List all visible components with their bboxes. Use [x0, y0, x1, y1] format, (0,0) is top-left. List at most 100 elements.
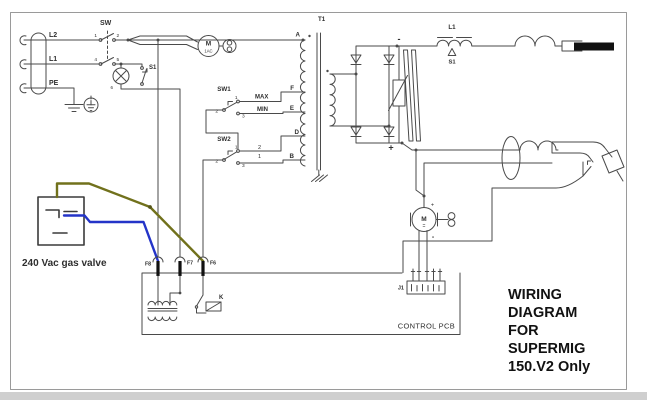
label-j1: J1	[398, 286, 404, 292]
dc-minus: -	[398, 34, 401, 44]
junction-dot	[414, 148, 418, 152]
title-block: WIRING DIAGRAM FOR SUPERMIG 150.V2 Only	[508, 287, 590, 375]
label-l2: L2	[49, 32, 57, 39]
terminal-pin-f8	[156, 261, 160, 276]
lamp-and-thermal-switch: S1 6	[110, 38, 306, 257]
label-choke-s1: S1	[448, 60, 456, 66]
tap-a-dot	[301, 38, 305, 42]
tap-a: A	[296, 32, 301, 39]
terminal-pin-f6	[201, 261, 205, 276]
title-line-1: WIRING	[508, 287, 562, 303]
rail-wires	[114, 39, 306, 257]
tap-e: E	[290, 105, 294, 112]
gas-valve-internals	[45, 209, 78, 234]
feed-motor-minus: -	[432, 234, 435, 241]
relay-contact-dot	[194, 305, 199, 309]
indicator-lamp-icon	[112, 67, 130, 85]
diode-icon	[383, 54, 395, 64]
gas-valve-box	[37, 196, 85, 246]
gearbox-icon	[447, 219, 456, 227]
sw2-pin-1: 1	[235, 145, 238, 151]
feed-motor-plus: +	[431, 203, 434, 209]
page-border	[10, 12, 627, 390]
olive-wire-node	[148, 205, 152, 209]
sw2-blade	[223, 150, 238, 160]
fan-motor-type: 1AC	[204, 49, 212, 54]
welding-torch	[402, 141, 625, 273]
thermal-sensor-icon	[447, 48, 457, 56]
label-min: MIN	[257, 107, 268, 113]
earth-clamp-bar	[574, 42, 614, 51]
tap-d: D	[295, 129, 300, 136]
title-line-3: FOR	[508, 323, 539, 339]
clamp-bracket	[561, 40, 583, 52]
bridge-rectifier: - +	[350, 34, 421, 153]
junction-dot	[387, 124, 391, 128]
sw-pin-4: 4	[94, 57, 97, 63]
blue-wire	[62, 214, 160, 263]
junction-dot	[119, 62, 123, 66]
feed-motor-bar: =	[423, 224, 426, 230]
fan-motor-cable	[127, 35, 198, 50]
sw2-wire-2: 2	[258, 145, 261, 151]
t1-primary-coil	[299, 39, 306, 167]
gas-valve-label: 240 Vac gas valve	[22, 258, 107, 269]
bus-bar	[403, 49, 414, 142]
fan-motor: M 1AC	[127, 35, 237, 57]
diode-icon	[350, 126, 362, 136]
title-line-4: SUPERMIG	[508, 341, 585, 357]
fan-blade	[226, 40, 233, 46]
cable-capsule	[30, 32, 47, 95]
label-f6: F6	[210, 261, 216, 267]
fan-motor-m: M	[206, 41, 211, 48]
varistor-icon	[392, 79, 406, 107]
pcb-internal-wires	[157, 275, 204, 306]
plus-output-wire	[401, 140, 559, 151]
sw1-pin-3: 3	[242, 114, 245, 120]
title-line-5: 150.V2 Only	[508, 359, 590, 375]
sw2-pin-2: 2	[215, 159, 218, 165]
sw1-contact	[236, 111, 240, 116]
junction-dot	[354, 72, 358, 76]
label-max: MAX	[255, 95, 268, 101]
j1-lead-wires	[410, 268, 443, 282]
t1-secondary-coil	[329, 73, 336, 127]
sw-pin-1: 1	[94, 33, 97, 39]
motor-leads	[418, 219, 449, 282]
terminal-pin-f7	[178, 261, 182, 276]
tap-f: F	[290, 85, 294, 92]
label-sw: SW	[100, 20, 112, 27]
relay-coil-diag	[205, 301, 222, 312]
label-relay-k: K	[219, 295, 224, 301]
polarity-dot	[326, 69, 329, 73]
gas-valve: 240 Vac gas valve	[22, 182, 205, 269]
sw1-blade	[223, 101, 238, 110]
sw-contact	[98, 38, 103, 42]
fan-icon	[222, 39, 237, 53]
j1-connector	[406, 280, 446, 295]
dc-plus: +	[388, 143, 393, 153]
label-f8: F8	[145, 262, 151, 268]
sw2-contact	[236, 161, 240, 165]
lamp-cross	[114, 69, 128, 83]
range-switch-sw1: SW1 1 2 3 MAX MIN	[205, 86, 306, 150]
label-l1: L1	[49, 56, 57, 63]
minus-output-wire	[401, 35, 563, 47]
lamp-pin-6: 6	[110, 85, 113, 90]
wire-feed-motor: M = + -	[410, 203, 456, 282]
sw2-pin-3: 3	[242, 163, 245, 169]
label-sw1: SW1	[217, 86, 231, 93]
label-s1-left: S1	[149, 65, 157, 71]
title-line-2: DIAGRAM	[508, 305, 577, 321]
range-switch-sw2: SW2 1 2 3 2 1	[202, 135, 306, 257]
varistor-diagonal	[388, 75, 408, 111]
label-control-pcb: CONTROL PCB	[398, 322, 455, 331]
relay-coil	[205, 301, 222, 312]
torch-tip	[616, 170, 624, 182]
sw1-pin-2: 2	[215, 109, 218, 115]
bridge-rails	[355, 45, 403, 144]
sw2-wire-1: 1	[258, 154, 261, 160]
label-sw2: SW2	[217, 136, 231, 143]
t1-core	[316, 32, 321, 171]
mains-input-cable: L2 L1 PE	[19, 32, 100, 113]
